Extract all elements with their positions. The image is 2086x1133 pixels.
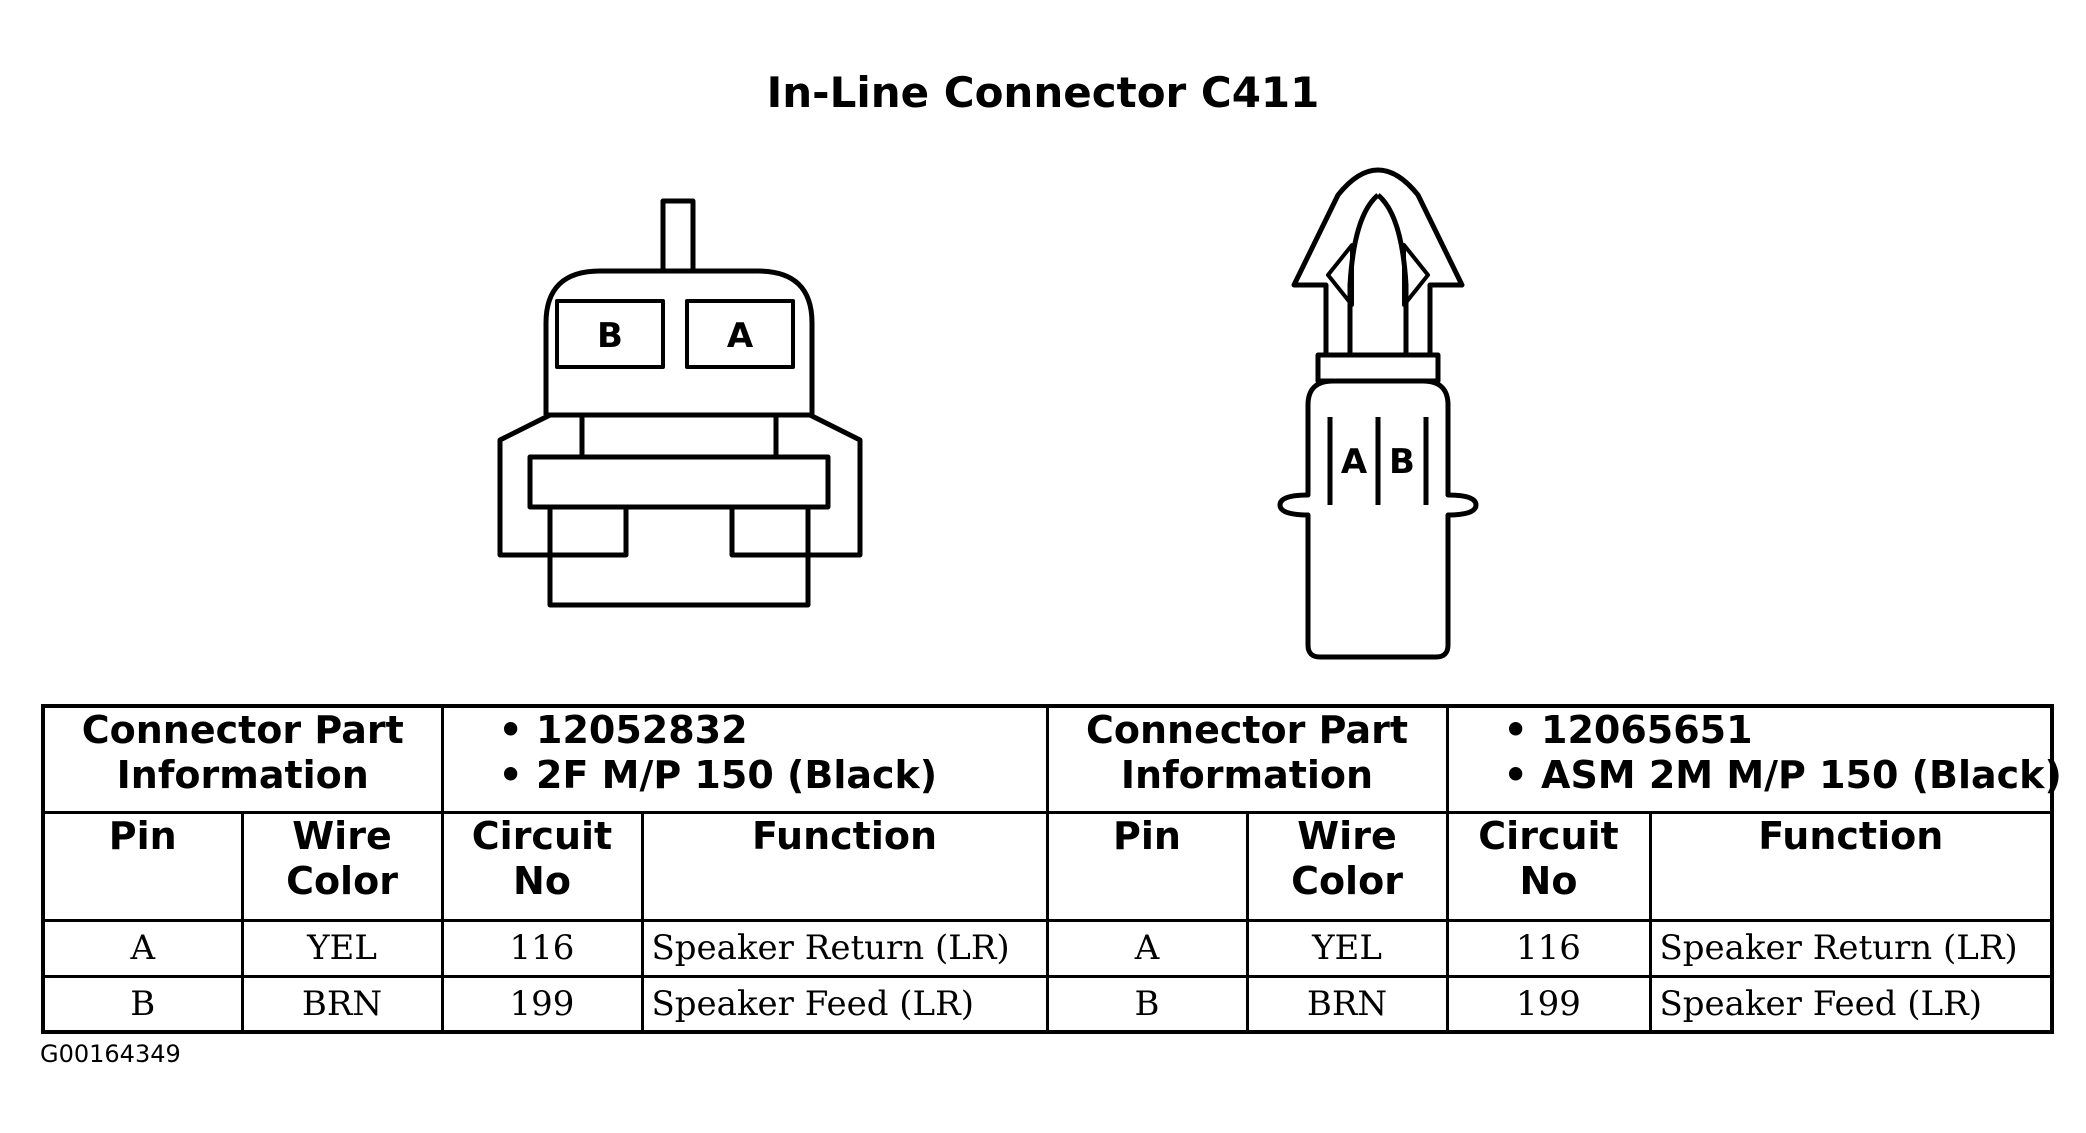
circuit-no-cell: 116 [1445,918,1652,978]
pin-cell: A [1045,918,1249,978]
table-row: B BRN 199 Speaker Feed (LR) B BRN 199 Sp… [41,974,2054,1034]
connector-part-info-label-right: Connector Part Information [1045,704,1449,814]
circuit-no-cell: 199 [440,974,644,1034]
col-header-wire-color-left: Wire Color [240,810,444,922]
mounting-clip [1291,167,1465,355]
wire-color-cell: BRN [240,974,444,1034]
clip-base [1315,352,1441,384]
connector-part-info-label-left: Connector Part Information [41,704,444,814]
pin-label-right-1: A [1341,442,1368,482]
function-cell: Speaker Feed (LR) [1648,974,2054,1034]
pin-cell: B [41,974,244,1034]
col-header-wire-color-right: Wire Color [1245,810,1449,922]
figure-id: G00164349 [40,1040,181,1068]
wire-color-cell: BRN [1245,974,1449,1034]
pin-label-left-1: B [597,316,623,356]
pin-cell: B [1045,974,1249,1034]
function-cell: Speaker Feed (LR) [640,974,1049,1034]
col-header-circuit-no-right: Circuit No [1445,810,1652,922]
diagram-title: In-Line Connector C411 [766,68,1320,117]
function-cell: Speaker Return (LR) [640,918,1049,978]
part-number-right: 12065651 [1504,708,2051,753]
part-info-row: Connector Part Information 12052832 2F M… [41,704,2062,814]
pin-cell: A [41,918,244,978]
locking-tab [660,198,696,274]
part-description-left: 2F M/P 150 (Black) [499,753,1046,798]
circuit-no-cell: 199 [1445,974,1652,1034]
pin-label-right-2: B [1389,442,1415,482]
col-header-function-left: Function [640,810,1049,922]
col-header-pin-right: Pin [1045,810,1249,922]
connector-part-info-left: 12052832 2F M/P 150 (Black) [440,704,1049,814]
wire-color-cell: YEL [1245,918,1449,978]
connector-part-info-right: 12065651 ASM 2M M/P 150 (Black) [1445,704,2062,814]
connector-side-view-right: A B [1277,167,1479,660]
column-header-row: Pin Wire Color Circuit No Function Pin W… [41,810,2054,922]
col-header-function-right: Function [1648,810,2054,922]
circuit-no-cell: 116 [440,918,644,978]
col-header-pin-left: Pin [41,810,244,922]
wire-color-cell: YEL [240,918,444,978]
function-cell: Speaker Return (LR) [1648,918,2054,978]
part-description-right: ASM 2M M/P 150 (Black) [1504,753,2062,798]
connector-lower-housing [497,412,863,558]
connector-face-view-left: B A [497,198,863,608]
pin-label-left-2: A [727,316,754,356]
col-header-circuit-no-left: Circuit No [440,810,644,922]
pin-cavity-a [685,299,795,369]
part-number-left: 12052832 [499,708,1046,753]
pinout-table: Connector Part Information 12052832 2F M… [41,704,2062,1034]
table-row: A YEL 116 Speaker Return (LR) A YEL 116 … [41,918,2054,978]
pin-cavity-b [555,299,665,369]
connector-side-body [1277,378,1479,660]
connector-body-outline [543,268,815,415]
